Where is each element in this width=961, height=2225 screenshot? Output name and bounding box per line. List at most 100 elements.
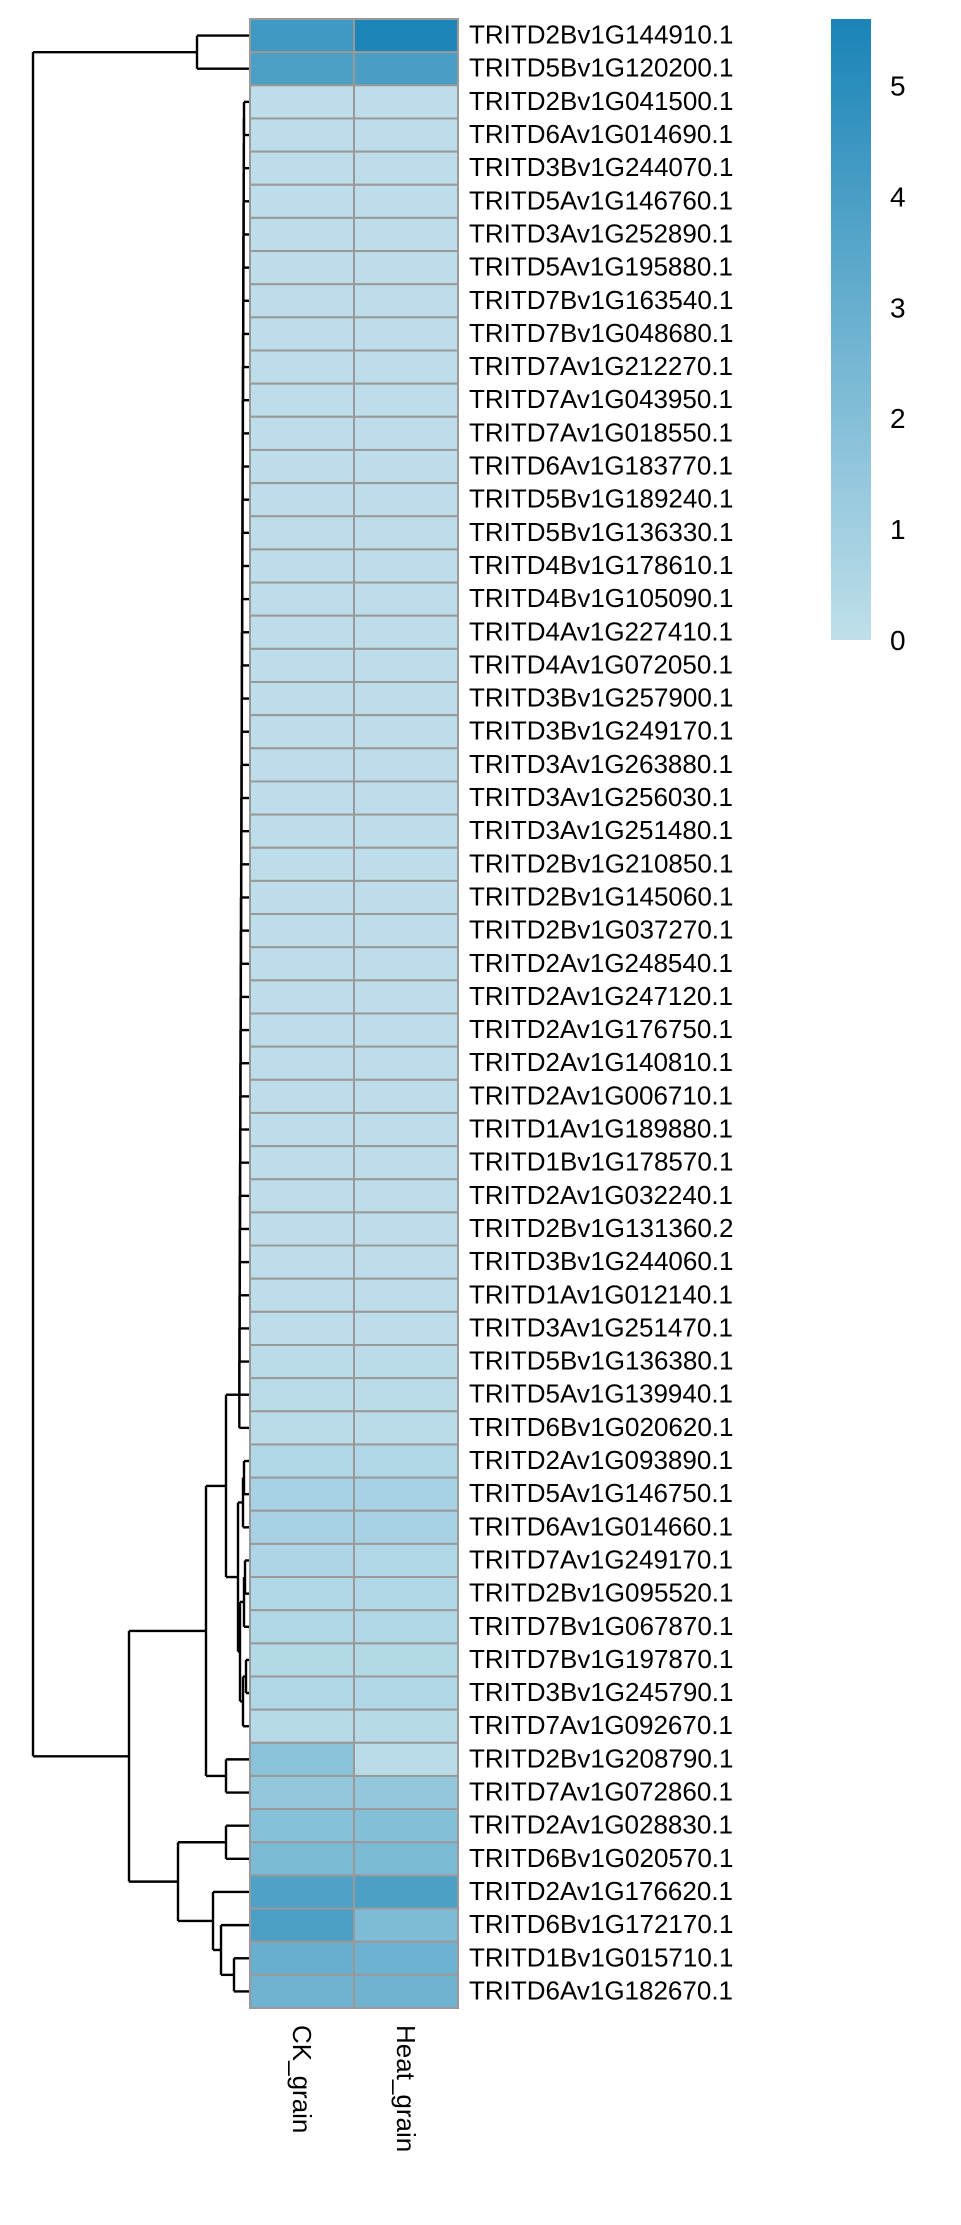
- row-label: TRITD1Av1G189880.1: [469, 1114, 733, 1144]
- heatmap-cell: [353, 1244, 459, 1280]
- heatmap-cell: [353, 448, 459, 485]
- row-label: TRITD7Av1G249170.1: [469, 1544, 733, 1574]
- heatmap-cell: [353, 1344, 459, 1380]
- heatmap-cell: [249, 1576, 355, 1612]
- row-label: TRITD6Bv1G172170.1: [469, 1909, 733, 1939]
- heatmap-cell: [353, 813, 459, 849]
- heatmap-cell: [249, 1277, 355, 1313]
- heatmap-cell: [353, 51, 459, 87]
- heatmap-cell: [353, 581, 459, 617]
- heatmap-cell: [353, 1708, 459, 1744]
- heatmap-cell: [353, 1841, 459, 1877]
- colorbar-tick-label: 4: [890, 181, 906, 212]
- row-label: TRITD2Bv1G037270.1: [469, 915, 733, 945]
- heatmap-cell: [249, 1509, 355, 1545]
- row-label: TRITD5Av1G146760.1: [469, 185, 733, 215]
- row-label: TRITD7Bv1G067870.1: [469, 1611, 733, 1641]
- row-label: TRITD4Bv1G105090.1: [469, 583, 733, 613]
- row-label: TRITD3Bv1G244060.1: [469, 1246, 733, 1276]
- colorbar-tick-label: 2: [890, 403, 906, 434]
- heatmap-cell: [249, 382, 355, 418]
- row-label: TRITD3Av1G256030.1: [469, 782, 733, 812]
- heatmap-cell: [249, 1973, 355, 2009]
- heatmap-cell: [353, 482, 459, 518]
- heatmap-cell: [353, 1642, 459, 1678]
- heatmap-cell: [353, 1907, 459, 1943]
- heatmap-cell: [353, 1576, 459, 1612]
- colorbar-tick-label: 1: [890, 514, 906, 545]
- heatmap-cell: [353, 1476, 459, 1512]
- heatmap-cell: [249, 1476, 355, 1512]
- heatmap-cell: [353, 846, 459, 882]
- heatmap-cell: [249, 846, 355, 882]
- heatmap-cell: [353, 780, 459, 816]
- row-label: TRITD7Av1G018550.1: [469, 417, 733, 447]
- heatmap-cell: [353, 1178, 459, 1214]
- heatmap-cell: [249, 18, 355, 54]
- heatmap-cell: [249, 1642, 355, 1678]
- heatmap-cell: [249, 1310, 355, 1346]
- heatmap-cell: [249, 482, 355, 518]
- heatmap-cell: [249, 448, 355, 485]
- heatmap-cell: [249, 1377, 355, 1413]
- heatmap-cell: [353, 979, 459, 1015]
- heatmap-cell: [249, 183, 355, 219]
- heatmap-cell: [249, 681, 355, 717]
- heatmap-cell: [249, 51, 355, 87]
- heatmap-cell: [353, 349, 459, 385]
- row-label: TRITD2Av1G247120.1: [469, 981, 733, 1011]
- row-label: TRITD2Av1G176750.1: [469, 1014, 733, 1044]
- heatmap-cell: [353, 747, 459, 783]
- row-label: TRITD2Bv1G145060.1: [469, 881, 733, 911]
- heatmap-cell: [249, 1940, 355, 1976]
- row-label: TRITD3Av1G251480.1: [469, 815, 733, 845]
- row-label: TRITD5Av1G146750.1: [469, 1478, 733, 1508]
- heatmap-cell: [249, 316, 355, 352]
- heatmap-cell: [353, 1675, 459, 1711]
- row-label: TRITD3Bv1G244070.1: [469, 152, 733, 182]
- row-label: TRITD1Bv1G015710.1: [469, 1942, 733, 1972]
- heatmap-cell: [249, 117, 355, 153]
- heatmap-cell: [249, 647, 355, 683]
- row-label: TRITD6Bv1G020570.1: [469, 1843, 733, 1873]
- heatmap-cell: [353, 1145, 459, 1181]
- row-label: TRITD2Av1G248540.1: [469, 948, 733, 978]
- row-label: TRITD2Bv1G144910.1: [469, 20, 733, 50]
- heatmap-cell: [353, 714, 459, 750]
- heatmap-cell: [249, 1609, 355, 1645]
- heatmap-cell: [353, 1443, 459, 1479]
- heatmap-cell: [353, 515, 459, 551]
- row-label: TRITD2Bv1G095520.1: [469, 1578, 733, 1608]
- heatmap-cell: [353, 216, 459, 253]
- row-label: TRITD7Bv1G048680.1: [469, 318, 733, 348]
- row-label: TRITD5Bv1G136380.1: [469, 1346, 733, 1376]
- heatmap-cell: [249, 879, 355, 916]
- heatmap-cell: [249, 1145, 355, 1181]
- heatmap-cell: [353, 1509, 459, 1545]
- heatmap-cell: [249, 747, 355, 783]
- row-label: TRITD7Av1G043950.1: [469, 384, 733, 414]
- heatmap-cell: [353, 150, 459, 186]
- row-label: TRITD2Bv1G208790.1: [469, 1743, 733, 1773]
- row-label: TRITD2Av1G093890.1: [469, 1445, 733, 1475]
- heatmap-cell: [249, 1045, 355, 1081]
- heatmap-cell: [353, 681, 459, 717]
- column-label: Heat_grain: [391, 2025, 421, 2152]
- row-label: TRITD4Bv1G178610.1: [469, 550, 733, 580]
- heatmap-cell: [353, 382, 459, 418]
- heatmap-cell: [353, 1045, 459, 1081]
- row-label: TRITD4Av1G227410.1: [469, 616, 733, 646]
- heatmap-cell: [249, 1542, 355, 1579]
- row-label: TRITD2Av1G028830.1: [469, 1810, 733, 1840]
- row-label: TRITD4Av1G072050.1: [469, 649, 733, 679]
- heatmap-cells: [249, 18, 459, 2009]
- heatmap-cell: [249, 780, 355, 816]
- row-label: TRITD7Av1G072860.1: [469, 1777, 733, 1807]
- colorbar-tick-label: 5: [890, 71, 906, 102]
- heatmap-cell: [249, 1410, 355, 1446]
- heatmap-cell: [353, 1377, 459, 1413]
- row-label: TRITD6Av1G014660.1: [469, 1511, 733, 1541]
- heatmap-cell: [249, 250, 355, 286]
